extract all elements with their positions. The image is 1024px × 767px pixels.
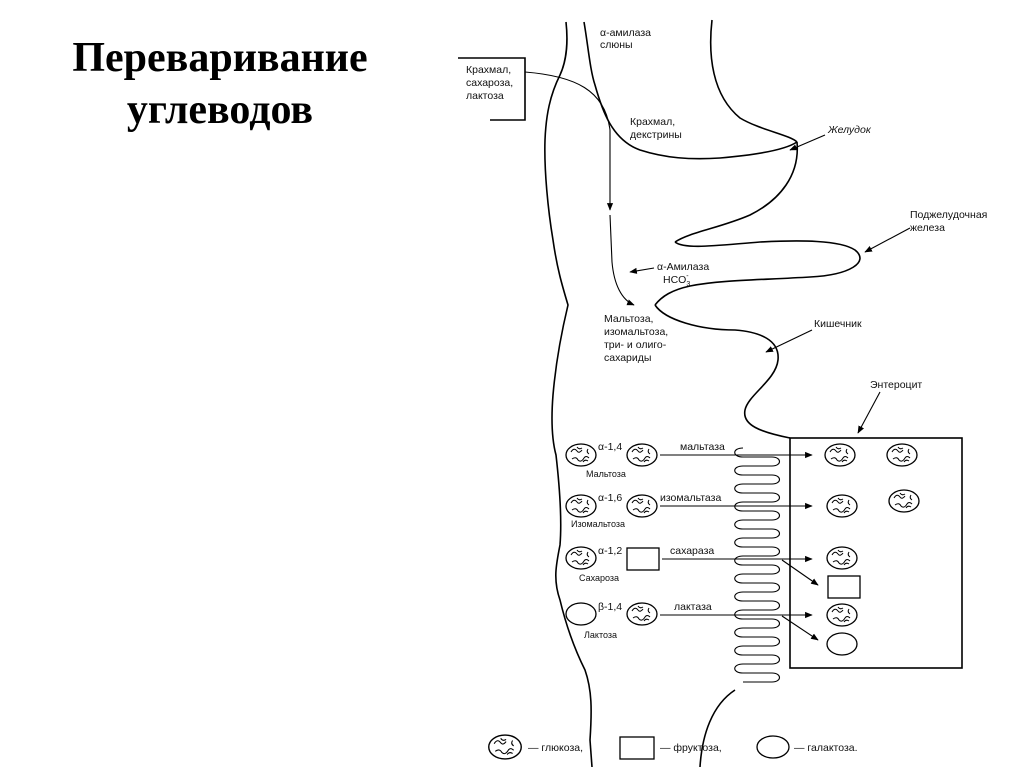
label-starch-dextrins-1: Крахмал, [630, 116, 675, 128]
label-bicarbonate: HCO3- [663, 273, 690, 288]
labels: α-амилаза слюны Крахмал, сахароза, лакто… [466, 27, 987, 391]
enzyme-label: сахараза [670, 545, 714, 557]
label-products-2: изомальтоза, [604, 326, 668, 338]
legend-fructose-label: — фруктоза, [660, 742, 722, 754]
microvilli [734, 447, 781, 683]
glucose-icon [626, 494, 658, 518]
enterocyte-pointer [857, 391, 881, 434]
fructose-icon [827, 575, 861, 599]
glucose-icon [826, 494, 858, 518]
flow-arrow-branch [781, 615, 819, 641]
intake-bracket [458, 57, 526, 121]
row-lactose: β-1,4 Лактоза лактаза [565, 601, 858, 656]
flow-arrow-branch [781, 559, 819, 586]
legend-galactose-label: — галактоза. [794, 742, 858, 754]
legend: — глюкоза, — фруктоза, — галактоза. [488, 734, 858, 760]
legend-galactose-icon [756, 735, 790, 759]
amylase-arrow [629, 267, 655, 274]
enzyme-label: изомальтаза [660, 492, 721, 504]
fructose-icon [626, 547, 660, 571]
dextrin-arrow [609, 214, 635, 306]
label-saliva-amylase-1: α-амилаза [600, 27, 651, 39]
legend-glucose-label: — глюкоза, [528, 742, 583, 754]
slide-title: Переваривание углеводов [40, 32, 400, 136]
glucose-icon [565, 494, 597, 518]
glucose-icon [626, 443, 658, 467]
galactose-icon [565, 602, 597, 626]
label-stomach: Желудок [827, 124, 872, 136]
enterocyte-box [789, 437, 963, 669]
row-isomaltose: α-1,6 Изомальтоза изомальтаза [565, 489, 920, 529]
label-saliva-amylase-2: слюны [600, 39, 633, 51]
legend-fructose-icon [619, 736, 655, 760]
row-sucrose: α-1,2 Сахароза сахараза [565, 545, 861, 599]
label-intake-3: лактоза [466, 90, 504, 102]
label-products-1: Мальтоза, [604, 313, 653, 325]
label-intake-2: сахароза, [466, 77, 513, 89]
glucose-icon [565, 443, 597, 467]
row-maltose: α-1,4 Мальтоза мальтаза [565, 441, 918, 479]
bond-label: α-1,2 [598, 545, 622, 557]
glucose-icon [826, 603, 858, 627]
sugar-name: Лактоза [584, 630, 617, 640]
label-pancreatic-amylase: α-Амилаза [657, 261, 709, 273]
label-starch-dextrins-2: декстрины [630, 129, 682, 141]
label-intestine: Кишечник [814, 318, 862, 330]
intake-arrow [524, 71, 614, 211]
sugar-name: Мальтоза [586, 469, 626, 479]
stomach-pointer [789, 134, 826, 151]
glucose-icon [886, 443, 918, 467]
title-line-2: углеводов [126, 87, 314, 133]
glucose-icon [626, 602, 658, 626]
pancreas-pointer [864, 227, 911, 253]
label-products-3: три- и олиго- [604, 339, 667, 351]
bond-label: α-1,6 [598, 492, 622, 504]
enzyme-label: мальтаза [680, 441, 725, 453]
label-pancreas-2: железа [910, 222, 945, 234]
glucose-icon [824, 443, 856, 467]
label-pancreas-1: Поджелудочная [910, 209, 987, 221]
sugar-name: Сахароза [579, 573, 619, 583]
gi-tract-outline [544, 19, 861, 767]
label-products-4: сахариды [604, 352, 651, 364]
label-enterocyte: Энтероцит [870, 379, 922, 391]
bond-label: β-1,4 [598, 601, 622, 613]
enzyme-label: лактаза [674, 601, 712, 613]
intestine-pointer [765, 329, 813, 353]
legend-glucose-icon [488, 734, 522, 760]
bond-label: α-1,4 [598, 441, 622, 453]
glucose-icon [888, 489, 920, 513]
glucose-icon [565, 546, 597, 570]
title-line-1: Переваривание [72, 35, 368, 81]
galactose-icon [826, 632, 858, 656]
sugar-name: Изомальтоза [571, 519, 625, 529]
glucose-icon [826, 546, 858, 570]
label-intake-1: Крахмал, [466, 64, 511, 76]
